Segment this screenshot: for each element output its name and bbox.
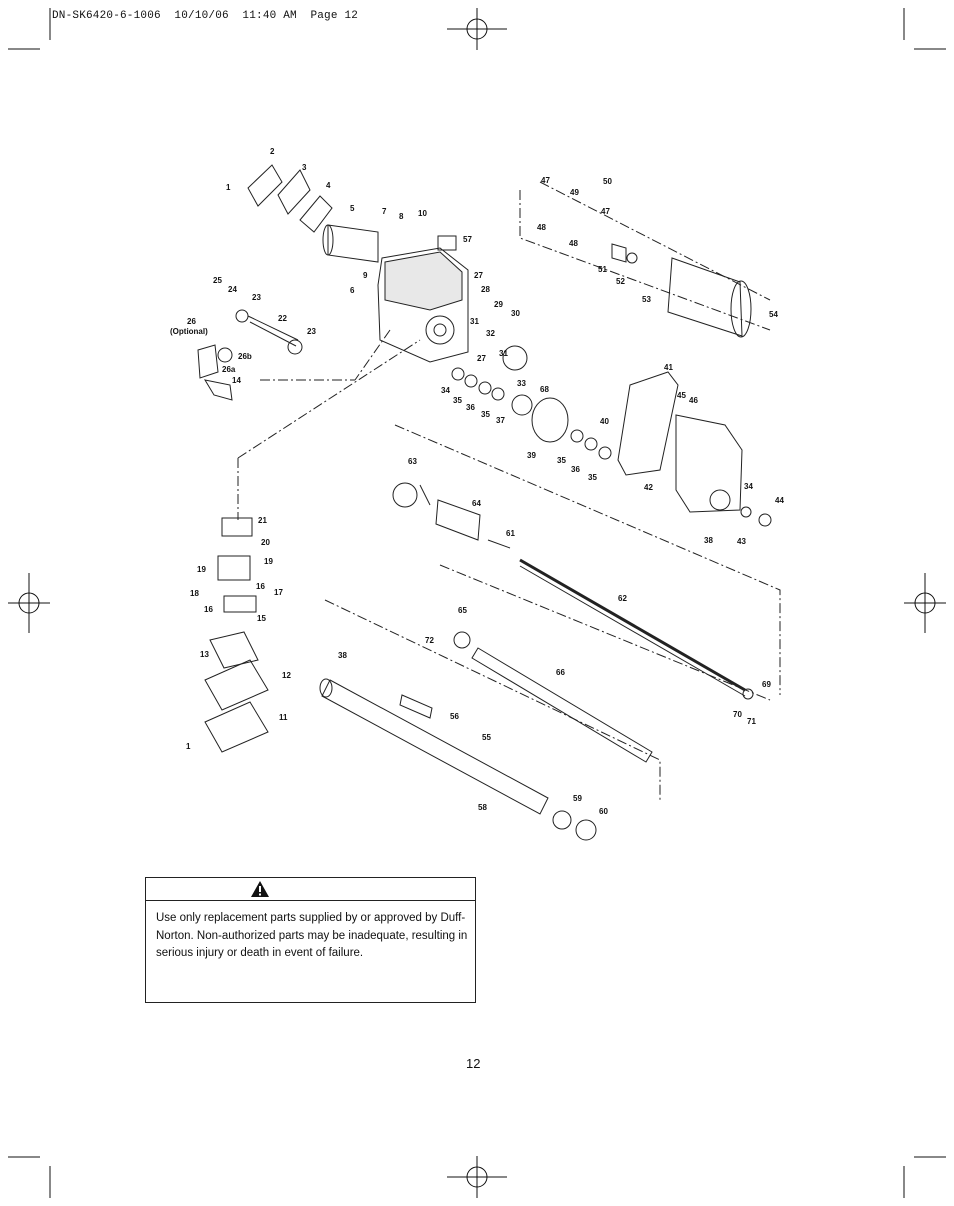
part-callout-c56: 56 (450, 712, 459, 721)
part-callout-c69: 69 (762, 680, 771, 689)
part-callout-c22: 22 (278, 314, 287, 323)
part-callout-c36a: 36 (466, 403, 475, 412)
part-callout-c27a: 27 (474, 271, 483, 280)
part-callout-c50: 50 (603, 177, 612, 186)
part-callout-c45: 45 (677, 391, 686, 400)
part-callout-c52: 52 (616, 277, 625, 286)
part-callout-c68: 68 (540, 385, 549, 394)
part-callout-c34b: 34 (744, 482, 753, 491)
part-callout-c19b: 19 (197, 565, 206, 574)
part-callout-c65: 65 (458, 606, 467, 615)
part-callout-c10: 10 (418, 209, 427, 218)
part-callout-c26: 26 (187, 317, 196, 326)
part-callout-c42: 42 (644, 483, 653, 492)
part-callout-c64: 64 (472, 499, 481, 508)
part-callout-c39: 39 (527, 451, 536, 460)
warning-header (146, 878, 475, 901)
part-callout-c35a: 35 (453, 396, 462, 405)
warning-text: Use only replacement parts supplied by o… (156, 912, 468, 959)
part-callout-c37: 37 (496, 416, 505, 425)
part-callout-c12: 12 (282, 671, 291, 680)
part-callout-c17: 17 (274, 588, 283, 597)
part-callout-c14: 14 (232, 376, 241, 385)
part-callout-c49: 49 (570, 188, 579, 197)
part-callout-c11: 11 (279, 713, 288, 722)
part-callout-c60: 60 (599, 807, 608, 816)
part-callout-c70: 70 (733, 710, 742, 719)
part-callout-c13: 13 (200, 650, 209, 659)
part-callout-c15: 15 (257, 614, 266, 623)
part-callout-c55: 55 (482, 733, 491, 742)
part-callout-c61: 61 (506, 529, 515, 538)
part-callout-c16a: 16 (256, 582, 265, 591)
part-callout-c35d: 35 (588, 473, 597, 482)
part-callout-c25: 25 (213, 276, 222, 285)
part-callout-c23b: 23 (307, 327, 316, 336)
part-callout-c71: 71 (747, 717, 756, 726)
part-callout-c4: 4 (326, 181, 331, 190)
part-callout-c1b: 1 (186, 742, 191, 751)
part-callout-c48a: 48 (537, 223, 546, 232)
part-callout-c40: 40 (600, 417, 609, 426)
part-callout-c35c: 35 (557, 456, 566, 465)
part-callout-c6: 6 (350, 286, 355, 295)
part-callout-c31b: 31 (499, 349, 508, 358)
part-callout-c24: 24 (228, 285, 237, 294)
part-callout-c46: 46 (689, 396, 698, 405)
part-callout-c38b: 38 (338, 651, 347, 660)
part-callout-c21: 21 (258, 516, 267, 525)
part-callout-c54: 54 (769, 310, 778, 319)
part-callout-c53: 53 (642, 295, 651, 304)
part-callout-c63: 63 (408, 457, 417, 466)
part-callout-c44: 44 (775, 496, 784, 505)
part-callout-c51: 51 (598, 265, 607, 274)
part-callout-c32: 32 (486, 329, 495, 338)
part-callout-c26opt: (Optional) (170, 327, 208, 336)
part-callout-c59: 59 (573, 794, 582, 803)
page-number: 12 (466, 1056, 481, 1071)
part-callout-c5: 5 (350, 204, 355, 213)
part-callout-c8: 8 (399, 212, 404, 221)
part-callout-c23a: 23 (252, 293, 261, 302)
part-callout-c33: 33 (517, 379, 526, 388)
part-callout-c66: 66 (556, 668, 565, 677)
part-callout-c57: 57 (463, 235, 472, 244)
part-callout-c48b: 48 (569, 239, 578, 248)
print-slug-header: DN-SK6420-6-1006 10/10/06 11:40 AM Page … (52, 10, 359, 22)
part-callout-c38a: 38 (704, 536, 713, 545)
part-callout-c36b: 36 (571, 465, 580, 474)
part-callout-c30: 30 (511, 309, 520, 318)
part-callout-c7: 7 (382, 207, 387, 216)
part-callout-c18: 18 (190, 589, 199, 598)
part-callout-c47b: 47 (601, 207, 610, 216)
part-callout-c26b: 26b (238, 352, 252, 361)
part-callout-c29: 29 (494, 300, 503, 309)
part-callout-c31a: 31 (470, 317, 479, 326)
part-callout-c27b: 27 (477, 354, 486, 363)
part-callout-c16b: 16 (204, 605, 213, 614)
part-callout-c26a: 26a (222, 365, 236, 374)
part-callout-c1a: 1 (226, 183, 231, 192)
part-callout-c3: 3 (302, 163, 307, 172)
warning-triangle-icon (251, 881, 269, 897)
part-callout-c19a: 19 (264, 557, 273, 566)
part-callout-c58: 58 (478, 803, 487, 812)
part-callout-c47a: 47 (541, 176, 550, 185)
part-callout-c72: 72 (425, 636, 434, 645)
part-callout-c43: 43 (737, 537, 746, 546)
part-callout-c62: 62 (618, 594, 627, 603)
part-callout-c34a: 34 (441, 386, 450, 395)
warning-box: Use only replacement parts supplied by o… (145, 877, 476, 1003)
part-callout-c35b: 35 (481, 410, 490, 419)
part-callout-c9: 9 (363, 271, 368, 280)
part-callout-c28: 28 (481, 285, 490, 294)
part-callout-c41: 41 (664, 363, 673, 372)
part-callout-c2: 2 (270, 147, 275, 156)
part-callout-c20: 20 (261, 538, 270, 547)
